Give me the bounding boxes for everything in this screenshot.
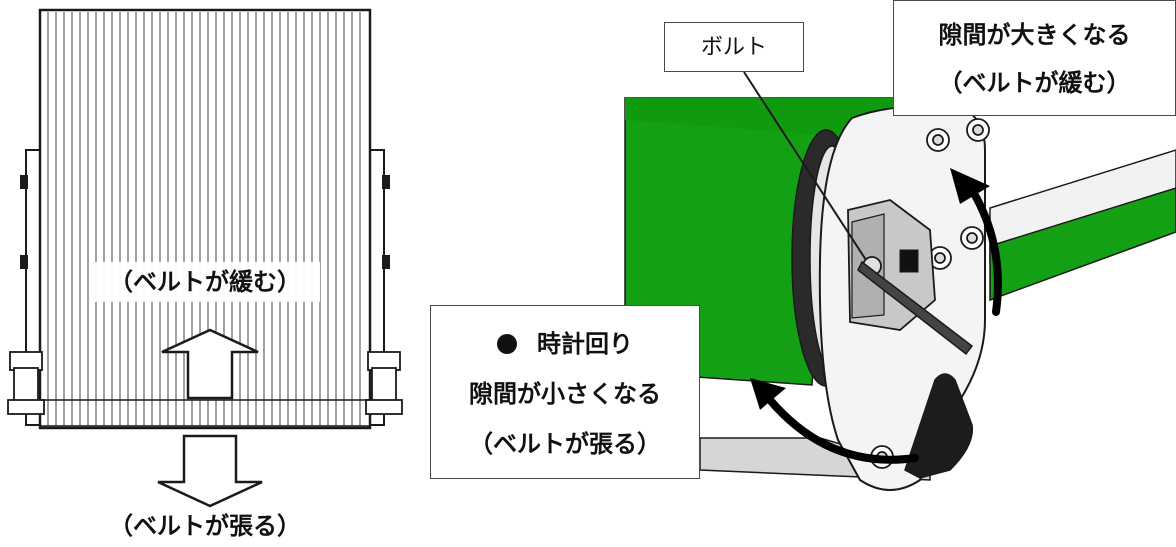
loosen-callout-line1: 隙間が大きくなる (938, 21, 1131, 49)
up-arrow-icon (161, 328, 259, 400)
bolt-callout: ボルト (664, 22, 804, 72)
cw-arrowhead-icon (750, 378, 786, 410)
right-conveyor-diagram (624, 71, 1176, 491)
bottom-bracket (904, 373, 974, 479)
tighten-callout-title: 時計回り (537, 330, 633, 358)
tighten-callout-box: 時計回り 隙間が小さくなる （ベルトが張る） (430, 305, 700, 479)
loosen-callout-box: 隙間が大きくなる （ベルトが緩む） (893, 0, 1176, 116)
hex-key-icon (857, 260, 974, 356)
bullet-dot-icon (497, 334, 517, 354)
side-bolts (20, 175, 390, 269)
tensioner-bracket-left (7, 351, 45, 415)
tighten-callout-line2: 隙間が小さくなる (469, 380, 661, 408)
tensioner-bracket-right (365, 351, 403, 415)
tighten-callout-line3: （ベルトが張る） (469, 430, 661, 458)
belt-ribs (47, 12, 361, 426)
belt-top-green (625, 98, 895, 135)
tensioner-nut (899, 249, 919, 273)
belt-rail-green (989, 187, 1176, 302)
cw-arrow-icon (766, 396, 919, 464)
bolt-leader-line (743, 71, 867, 261)
ccw-arrowhead-icon (950, 168, 990, 204)
tighten-callout-line1: 時計回り (431, 319, 699, 369)
down-arrow-icon (157, 434, 263, 508)
left-conveyor-diagram (7, 8, 403, 508)
left-tighten-label: （ベルトが張る） (95, 508, 315, 544)
ccw-arrow-icon (968, 186, 1002, 316)
left-loosen-label: （ベルトが緩む） (90, 262, 320, 302)
loosen-callout-line2: （ベルトが緩む） (938, 69, 1131, 97)
